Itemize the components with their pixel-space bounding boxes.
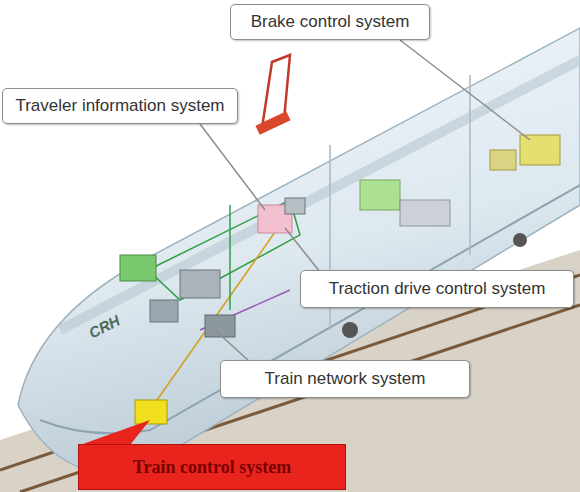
callout-text: Traction drive control system: [329, 279, 546, 299]
leader-line: [285, 228, 320, 272]
equipment-box: [360, 180, 400, 210]
pantograph-base: [255, 111, 290, 134]
callout-text: Traveler information system: [15, 96, 224, 116]
callout-text: Train network system: [265, 369, 426, 389]
equipment-box: [180, 270, 220, 298]
highlight-box: Train control system: [78, 444, 346, 490]
callout-text: Brake control system: [251, 12, 410, 32]
wheel: [513, 233, 527, 247]
callout-box: Train network system: [220, 360, 470, 398]
brake-unit: [520, 135, 560, 165]
control-unit: [135, 400, 167, 424]
equipment-box: [285, 198, 305, 214]
brake-unit: [490, 150, 516, 170]
network-wire: [148, 200, 300, 300]
car-joint: [469, 75, 471, 255]
network-wire: [229, 205, 231, 310]
callout-box: Traveler information system: [2, 88, 238, 124]
callout-box: Traction drive control system: [300, 270, 574, 308]
leader-line: [400, 40, 530, 140]
equipment-box: [120, 255, 156, 281]
callout-box: Brake control system: [230, 4, 430, 40]
equipment-box: [150, 300, 178, 322]
leader-line: [200, 124, 265, 210]
leader-line: [215, 330, 250, 362]
skirt-line: [40, 185, 580, 433]
callout-pointer: [80, 420, 150, 445]
equipment-box: [400, 200, 450, 226]
callout-text: Train control system: [133, 457, 291, 478]
wheel: [342, 322, 358, 338]
